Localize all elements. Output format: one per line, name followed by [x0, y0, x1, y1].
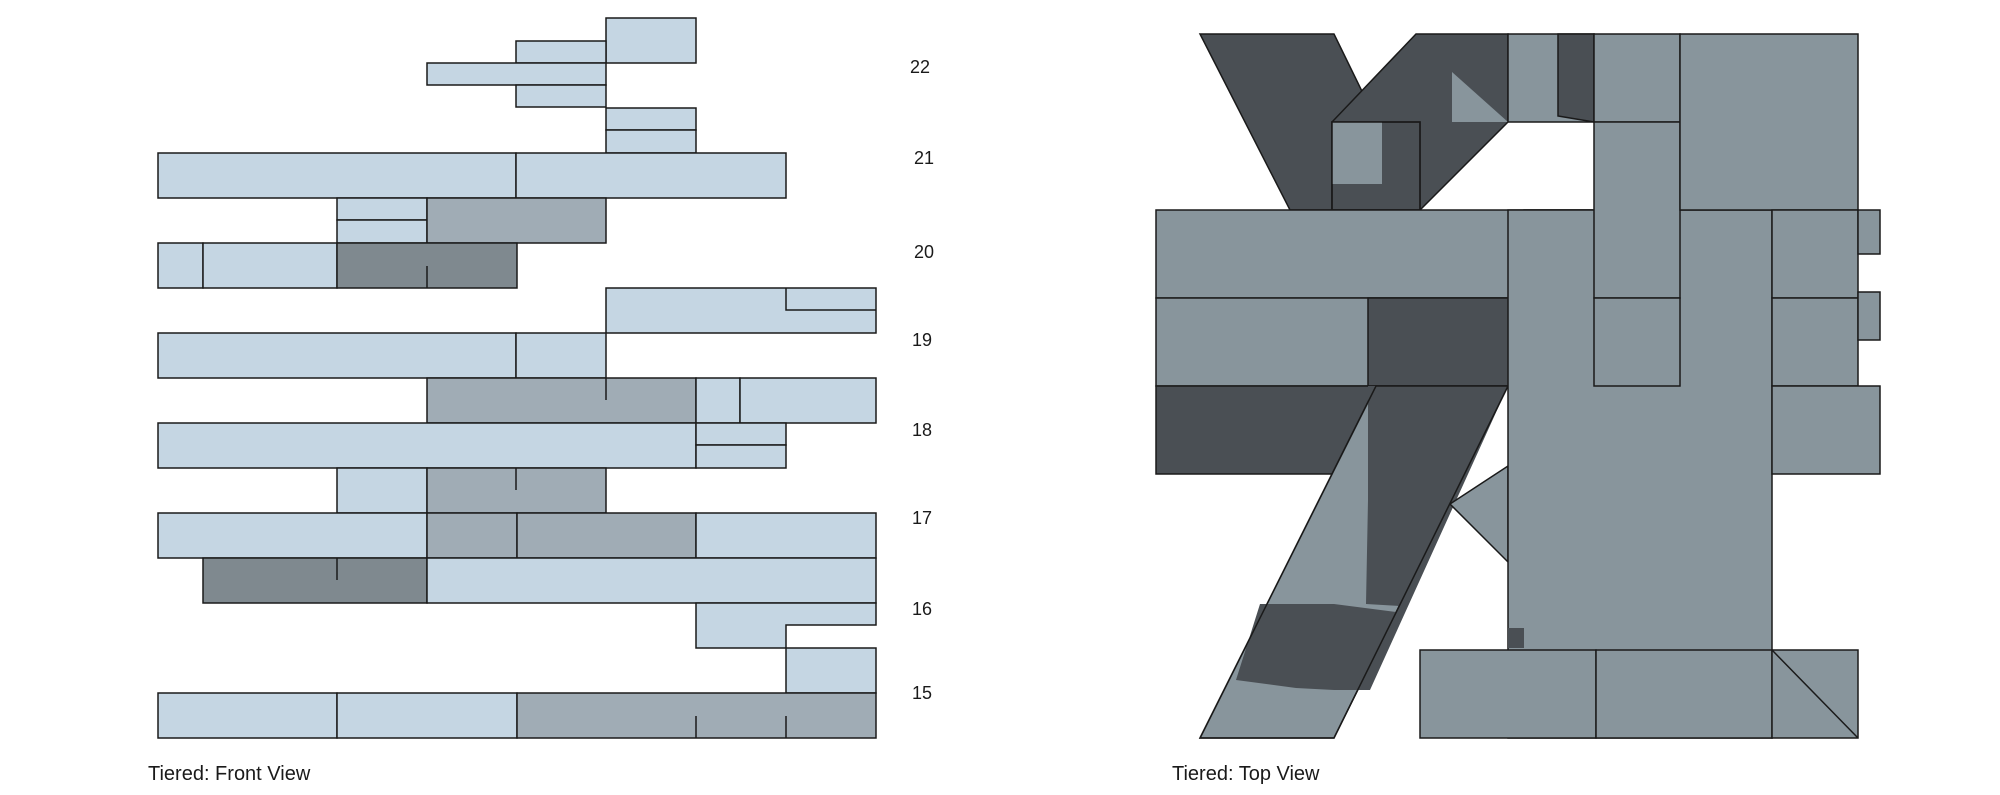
front-block	[695, 377, 741, 424]
front-block	[695, 422, 787, 446]
front-block	[426, 197, 607, 244]
top-block	[1857, 291, 1881, 341]
top-block	[1332, 122, 1382, 184]
level-label-17: 17	[912, 508, 932, 528]
level-label-16: 16	[912, 599, 932, 619]
top-block	[1771, 297, 1859, 387]
top-block	[1771, 209, 1859, 299]
front-block	[157, 422, 697, 469]
front-block	[515, 152, 787, 199]
front-block	[695, 602, 877, 649]
top-block	[1679, 33, 1859, 211]
front-block	[426, 512, 518, 559]
front-block	[516, 512, 697, 559]
front-block	[785, 647, 877, 694]
top-block	[1593, 33, 1681, 123]
level-label-18: 18	[912, 420, 932, 440]
top-block	[1367, 297, 1511, 387]
front-block	[515, 332, 607, 379]
top-block	[1771, 385, 1881, 475]
top-view-caption: Tiered: Top View	[1172, 763, 1320, 785]
front-block	[515, 40, 607, 64]
front-edge	[785, 288, 876, 311]
top-block	[1593, 297, 1681, 387]
level-label-15: 15	[912, 683, 932, 703]
front-block	[336, 197, 428, 221]
front-view: 22 21 20 19 18 17 16 15	[157, 17, 934, 739]
top-block	[1593, 121, 1681, 299]
front-block	[426, 377, 697, 424]
top-block	[1557, 33, 1595, 123]
front-block	[336, 467, 428, 514]
level-label-19: 19	[912, 330, 932, 350]
front-block	[515, 84, 607, 108]
level-labels: 22 21 20 19 18 17 16 15	[910, 57, 934, 703]
front-block	[157, 692, 338, 739]
front-block	[605, 107, 697, 131]
front-block	[202, 242, 338, 289]
top-block	[1366, 386, 1508, 606]
level-label-20: 20	[914, 242, 934, 262]
top-block	[1419, 649, 1597, 739]
front-block	[426, 62, 607, 86]
top-block	[1452, 72, 1508, 122]
top-block	[1508, 628, 1524, 648]
front-block	[157, 332, 517, 379]
front-block	[605, 17, 697, 64]
front-block	[336, 692, 518, 739]
level-label-22: 22	[910, 57, 930, 77]
front-block	[157, 512, 428, 559]
top-view	[1155, 33, 1881, 739]
front-block	[739, 377, 877, 424]
front-block	[695, 444, 787, 469]
level-label-21: 21	[914, 148, 934, 168]
top-block	[1198, 385, 1510, 739]
front-block	[157, 242, 204, 289]
front-block	[157, 152, 517, 199]
front-block	[695, 512, 877, 559]
top-block	[1595, 649, 1773, 739]
front-block	[605, 129, 697, 154]
top-edge	[1771, 649, 1859, 739]
front-block	[336, 219, 428, 244]
top-block	[1236, 386, 1508, 690]
top-block	[1857, 209, 1881, 255]
front-block	[202, 557, 428, 604]
front-view-caption: Tiered: Front View	[148, 763, 311, 785]
front-block	[426, 557, 877, 604]
